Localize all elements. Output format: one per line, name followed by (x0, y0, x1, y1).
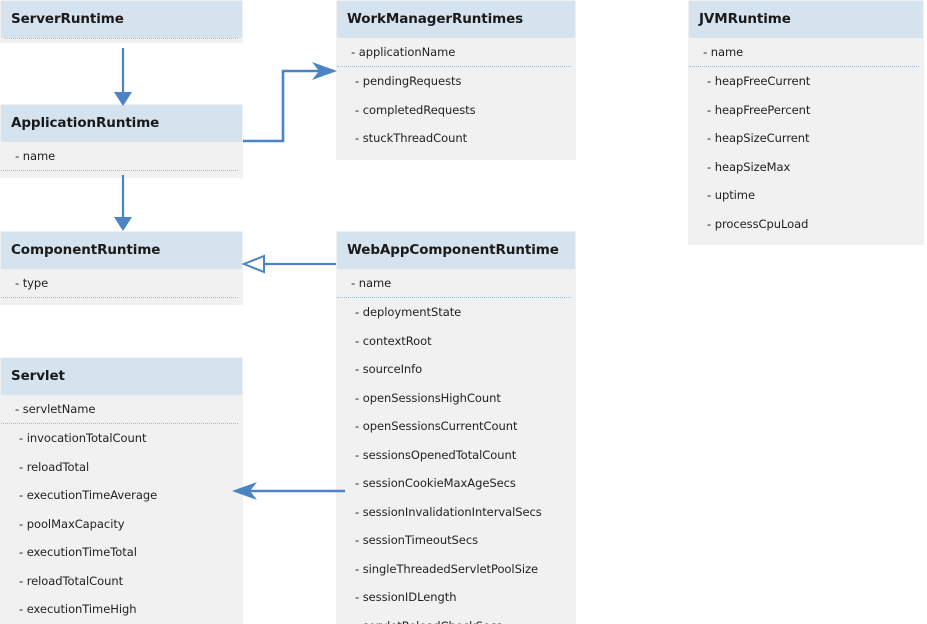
uml-class-web-app-component-runtime[interactable]: WebAppComponentRuntime- name - deployment… (336, 231, 576, 624)
attribute-item: - processCpuLoad (707, 216, 809, 231)
class-title-server-runtime: ServerRuntime (1, 1, 242, 38)
uml-class-jvm-runtime[interactable]: JVMRuntime- name - heapFreeCurrent - heapF… (688, 0, 924, 245)
attribute-item: - reloadTotalCount (19, 573, 124, 588)
attribute-item: - sourceInfo (355, 362, 423, 376)
attribute-compartment-padding (689, 238, 923, 244)
attribute-item: - openSessionsHighCount (355, 390, 501, 405)
attribute-item: - type (1, 269, 238, 298)
attribute-item: - poolMaxCapacity (19, 516, 125, 531)
connector-webapp-to-servlet (232, 482, 345, 500)
attribute-item: - openSessionsCurrentCount (355, 419, 518, 433)
attribute-item: - sessionIDLength (355, 590, 457, 604)
attribute-item: - heapFreePercent (707, 102, 811, 117)
class-compartment-divider (5, 37, 238, 39)
class-title-servlet: Servlet (1, 358, 242, 395)
attribute-item: - name (337, 269, 571, 298)
attribute-item: - deploymentState (355, 305, 462, 319)
attribute-item: - name (1, 142, 238, 171)
uml-class-server-runtime[interactable]: ServerRuntime (0, 0, 243, 43)
attribute-list-application-runtime: - name (1, 142, 242, 171)
attribute-item: - sessionCookieMaxAgeSecs (355, 476, 516, 490)
attribute-item: - servletReloadCheckSecs (337, 612, 575, 624)
attribute-item: - servletName (1, 395, 238, 424)
attribute-compartment-padding (1, 171, 242, 177)
uml-class-work-manager-runtimes[interactable]: WorkManagerRuntimes- applicationName - pe… (336, 0, 576, 160)
attribute-item: - singleThreadedServletPoolSize (355, 561, 538, 576)
uml-class-component-runtime[interactable]: ComponentRuntime- type (0, 231, 243, 305)
attribute-item: - executionTimeHigh (19, 602, 137, 616)
attribute-list-jvm-runtime: - name - heapFreeCurrent - heapFreePercent… (689, 38, 923, 239)
class-title-web-app-component-runtime: WebAppComponentRuntime (337, 232, 575, 269)
class-title-work-manager-runtimes: WorkManagerRuntimes (337, 1, 575, 38)
class-title-component-runtime: ComponentRuntime (1, 232, 242, 269)
attribute-item: - heapSizeMax (707, 159, 791, 174)
attribute-item: - contextRoot (355, 333, 432, 348)
class-title-application-runtime: ApplicationRuntime (1, 105, 242, 142)
empty-attribute-compartment (1, 39, 242, 42)
attribute-item: - completedRequests (355, 102, 476, 117)
attribute-list-component-runtime: - type (1, 269, 242, 298)
class-title-jvm-runtime: JVMRuntime (689, 1, 923, 38)
attribute-item: - applicationName (337, 38, 571, 67)
connector-application-to-workmanager (243, 62, 337, 143)
attribute-item: - invocationTotalCount (19, 431, 147, 445)
attribute-item: - name (689, 38, 919, 67)
attribute-item: - uptime (707, 188, 755, 202)
attribute-item: - pendingRequests (355, 74, 462, 88)
attribute-item: - heapSizeCurrent (707, 131, 810, 145)
attribute-list-servlet: - servletName - invocationTotalCount - rel… (1, 395, 242, 624)
attribute-compartment-padding (337, 153, 575, 159)
attribute-item: - stuckThreadCount (355, 131, 468, 145)
attribute-list-web-app-component-runtime: - name - deploymentState - contextRoot - so… (337, 269, 575, 624)
attribute-list-work-manager-runtimes: - applicationName - pendingRequests - comp… (337, 38, 575, 153)
uml-class-application-runtime[interactable]: ApplicationRuntime- name (0, 104, 243, 178)
attribute-item: - executionTimeAverage (19, 488, 158, 502)
attribute-compartment-padding (1, 298, 242, 304)
uml-class-servlet[interactable]: Servlet- servletName - invocationTotalCou… (0, 357, 243, 624)
attribute-item: - sessionInvalidationIntervalSecs (355, 504, 542, 519)
attribute-item: - heapFreeCurrent (707, 74, 811, 88)
attribute-item: - sessionsOpenedTotalCount (355, 447, 517, 462)
connector-application-to-component (114, 175, 132, 231)
connector-webapp-to-component (241, 254, 336, 274)
connector-server-to-application (114, 48, 132, 106)
attribute-item: - executionTimeTotal (19, 545, 137, 559)
attribute-item: - reloadTotal (19, 459, 90, 474)
attribute-item: - sessionTimeoutSecs (355, 533, 479, 547)
